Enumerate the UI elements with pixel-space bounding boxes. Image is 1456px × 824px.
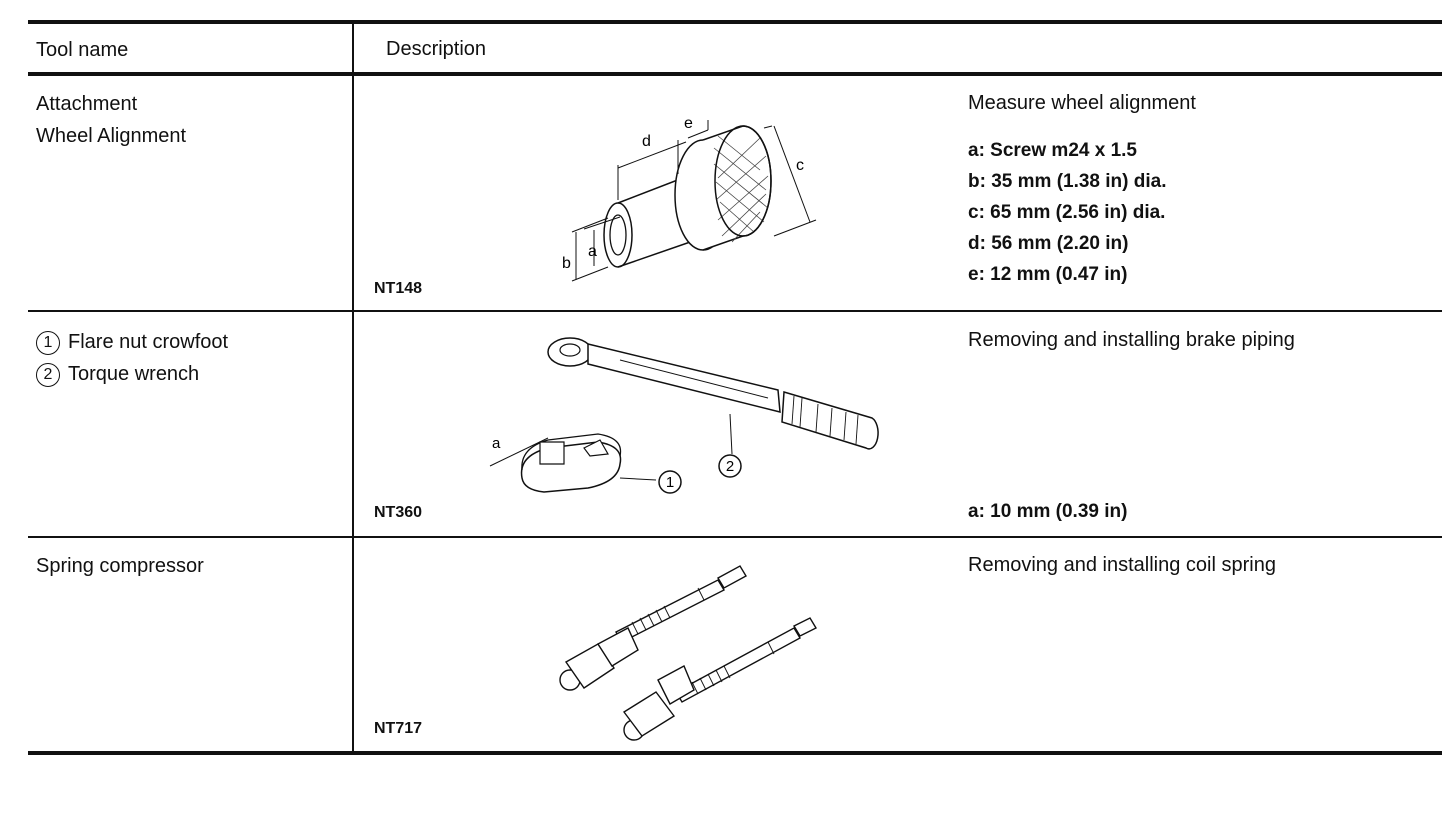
shaft-bore-ellipse (610, 215, 626, 255)
row-divider (28, 536, 1442, 538)
wrench-head-bore (560, 344, 580, 356)
figure-label: a (492, 435, 501, 452)
upper-compressor (560, 566, 746, 690)
figure-label: d (642, 133, 651, 150)
knurl-pattern (714, 136, 768, 242)
figure-label: a (588, 243, 597, 260)
knurled-ring-face (715, 126, 771, 236)
spec-item: b: 35 mm (1.38 in) dia. (968, 171, 1167, 192)
wrench-shaft-line (620, 360, 768, 398)
spec-item: d: 56 mm (2.20 in) (968, 233, 1129, 254)
table-row-description: Measure wheel alignment (968, 92, 1196, 114)
callout-number: 1 (666, 474, 674, 491)
crowfoot-jaw (540, 442, 564, 464)
table-row-tool-name: Spring compressor (36, 555, 204, 577)
figure-code: NT148 (374, 280, 423, 297)
crowfoot-square-drive (584, 440, 608, 456)
header-tool-name: Tool name (36, 39, 129, 61)
column-divider (352, 20, 354, 755)
spring-compressor-figure (528, 556, 828, 746)
figure-code: NT360 (374, 504, 423, 521)
wheel-alignment-attachment-figure: a b c d e (562, 115, 828, 300)
lower-spring-coils (692, 642, 774, 694)
crowfoot-torque-wrench-figure: 2 a 1 (448, 330, 888, 510)
tool-name-line: Wheel Alignment (36, 125, 187, 147)
spec-list: a: Screw m24 x 1.5 b: 35 mm (1.38 in) di… (968, 135, 1167, 290)
figure-label: e (684, 115, 693, 132)
wrench-handle (782, 392, 878, 449)
callout-number: 2 (726, 458, 734, 475)
dimension-lines (572, 120, 816, 281)
callout-circle (719, 455, 741, 477)
wrench-shaft (588, 344, 780, 412)
spec-item: a: 10 mm (0.39 in) (968, 501, 1128, 522)
spec-item: a: Screw m24 x 1.5 (968, 140, 1137, 161)
table-bottom-rule (28, 751, 1442, 755)
leader-line (620, 478, 656, 480)
table-row-tool-name: Attachment Wheel Alignment (36, 88, 186, 152)
handle-grip-lines (792, 396, 858, 444)
spec-item: c: 65 mm (2.56 in) dia. (968, 202, 1166, 223)
header-description: Description (386, 38, 487, 60)
figure-code: NT717 (374, 720, 423, 737)
circled-number: 2 (36, 362, 60, 387)
lower-compressor (624, 618, 816, 740)
tool-name-line: Attachment (36, 93, 138, 115)
shaft-bottom-edge (618, 240, 696, 267)
knurled-ring (703, 126, 771, 250)
figure-label: c (796, 157, 804, 174)
crowfoot-top (522, 434, 621, 470)
leader-line (730, 414, 732, 454)
dimension-line (490, 438, 548, 466)
header-bottom-rule (28, 72, 1442, 76)
spec-item: e: 12 mm (0.47 in) (968, 264, 1128, 285)
callout-circle (659, 471, 681, 493)
table-row-description: Removing and installing brake piping (968, 329, 1295, 351)
special-tools-table: Tool name Description Attachment Wheel A… (28, 20, 1442, 756)
table-top-rule (28, 20, 1442, 24)
upper-spring-coils (632, 588, 704, 634)
circled-number: 1 (36, 330, 60, 355)
table-row-description: Removing and installing coil spring (968, 554, 1276, 576)
row-divider (28, 310, 1442, 312)
figure-label: b (562, 255, 571, 272)
